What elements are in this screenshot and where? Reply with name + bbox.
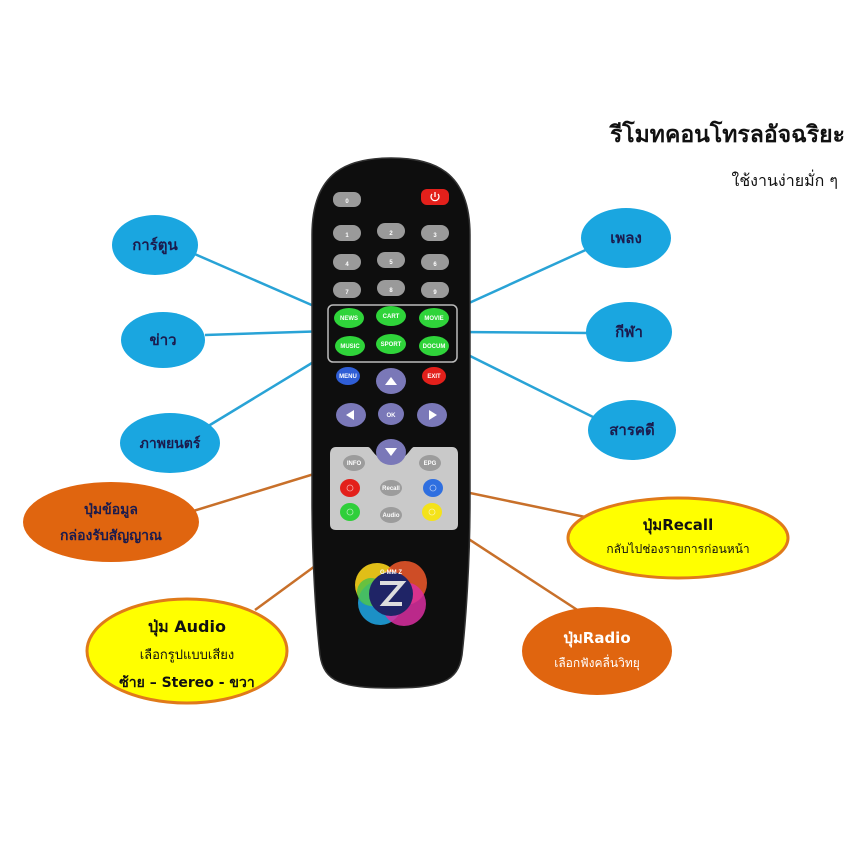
digit-1-button[interactable] — [333, 225, 361, 241]
digit-7-button[interactable] — [333, 282, 361, 298]
digit-2-label: 2 — [389, 231, 393, 237]
digit-pad — [333, 223, 449, 298]
callout-audio-line2: เลือกรูปแบบเสียง — [140, 647, 235, 663]
callout-audio-line3: ซ้าย – Stereo - ขวา — [119, 675, 254, 691]
callout-recall-line1: ปุ่มRecall — [643, 516, 713, 535]
callout-info-line2: กล่องรับสัญญาณ — [60, 528, 162, 544]
news-button-label: NEWS — [340, 316, 358, 322]
exit-button[interactable] — [422, 367, 446, 385]
digit-9-label: 9 — [433, 290, 437, 296]
callout-recall: ปุ่มRecall กลับไปช่องรายการก่อนหน้า — [566, 496, 790, 580]
callout-audio-line1: ปุ่ม Audio — [148, 617, 226, 637]
digit-5-button[interactable] — [377, 252, 405, 268]
callout-cartoon-label: การ์ตูน — [132, 236, 178, 255]
red-button[interactable] — [340, 479, 360, 497]
blue-button[interactable] — [423, 479, 443, 497]
digit-8-button[interactable] — [377, 280, 405, 296]
channel-group-frame — [327, 304, 458, 363]
arrow-up-icon — [385, 377, 397, 385]
music-button[interactable] — [335, 336, 365, 356]
digit-8-label: 8 — [389, 288, 393, 294]
green-button[interactable] — [340, 503, 360, 521]
connector-music — [457, 246, 591, 310]
callout-movie-label: ภาพยนตร์ — [140, 435, 201, 452]
sport-button[interactable] — [376, 334, 406, 354]
audio-button-label: Audio — [383, 513, 400, 519]
news-button[interactable] — [334, 308, 364, 328]
digit-2-button[interactable] — [377, 223, 405, 239]
exit-label: EXIT — [427, 374, 441, 380]
digit-0-button[interactable] — [333, 192, 361, 207]
arrow-right-icon — [429, 410, 437, 420]
info-button-label: INFO — [347, 461, 362, 467]
gmm-z-logo: G-MM Z — [355, 561, 427, 626]
menu-label: MENU — [339, 374, 357, 380]
power-icon — [430, 192, 440, 202]
callout-radio-line2: เลือกฟังคลื่นวิทยุ — [554, 654, 640, 671]
music-button-label: MUSIC — [340, 344, 360, 350]
subtitle: ใช้งานง่ายมั่ก ๆ — [732, 169, 839, 190]
digit-1-label: 1 — [345, 233, 349, 239]
digit-9-button[interactable] — [421, 282, 449, 298]
connector-news — [204, 329, 331, 337]
connector-documentary — [457, 348, 596, 420]
connector-sport — [457, 330, 591, 335]
cartoon-button-label: CART — [383, 314, 400, 320]
recall-button-remote[interactable] — [380, 480, 402, 496]
ok-button[interactable] — [378, 403, 404, 425]
digit-0-label: 0 — [345, 199, 349, 205]
digit-3-label: 3 — [433, 233, 437, 239]
digit-6-button[interactable] — [421, 254, 449, 270]
callout-sport-label: กีฬา — [615, 323, 643, 341]
digit-4-button[interactable] — [333, 254, 361, 270]
audio-button-remote[interactable] — [380, 507, 402, 523]
digit-5-label: 5 — [389, 260, 393, 266]
title: รีโมทคอนโทรลอัจฉริยะ — [608, 120, 845, 148]
documentary-button[interactable] — [419, 336, 449, 356]
ok-label: OK — [387, 413, 397, 419]
digit-6-label: 6 — [433, 262, 437, 268]
remote-control: 0 1 2 3 4 5 6 7 8 9 — [311, 157, 471, 689]
digit-4-label: 4 — [345, 262, 349, 268]
movie-button[interactable] — [419, 308, 449, 328]
callout-info-line1: ปุ่มข้อมูล — [84, 502, 138, 518]
callout-news-label: ข่าว — [149, 331, 176, 349]
callout-recall-line2: กลับไปช่องรายการก่อนหน้า — [606, 542, 749, 556]
info-button[interactable] — [343, 455, 365, 471]
menu-button[interactable] — [336, 367, 360, 385]
recall-button-label: Recall — [382, 486, 400, 492]
arrow-down-icon — [385, 448, 397, 456]
documentary-button-label: DOCUM — [423, 344, 446, 350]
callout-music: เพลง — [581, 208, 671, 268]
logo-text: G-MM Z — [380, 570, 402, 576]
callout-news: ข่าว — [121, 312, 205, 368]
connector-cartoon — [189, 250, 331, 315]
callout-movie: ภาพยนตร์ — [120, 413, 220, 473]
digit-3-button[interactable] — [421, 225, 449, 241]
movie-button-label: MOVIE — [424, 316, 443, 322]
callout-info: ปุ่มข้อมูล กล่องรับสัญญาณ — [23, 482, 199, 562]
callout-audio: ปุ่ม Audio เลือกรูปแบบเสียง ซ้าย – Stere… — [85, 597, 289, 705]
sport-button-label: SPORT — [381, 342, 402, 348]
callout-radio-line1: ปุ่มRadio — [563, 629, 630, 648]
cartoon-button[interactable] — [376, 306, 406, 326]
blue-connectors — [189, 246, 596, 430]
connector-movie — [204, 350, 331, 430]
epg-button[interactable] — [419, 455, 441, 471]
callout-sport: กีฬา — [586, 302, 672, 362]
digit-7-label: 7 — [345, 290, 349, 296]
callout-music-label: เพลง — [610, 229, 642, 247]
callout-documentary: สารคดี — [588, 400, 676, 460]
arrow-left-icon — [346, 410, 354, 420]
callout-radio: ปุ่มRadio เลือกฟังคลื่นวิทยุ — [522, 607, 672, 695]
callout-documentary-label: สารคดี — [609, 421, 654, 439]
callout-cartoon: การ์ตูน — [112, 215, 198, 275]
yellow-button[interactable] — [422, 503, 442, 521]
epg-button-label: EPG — [424, 461, 437, 467]
